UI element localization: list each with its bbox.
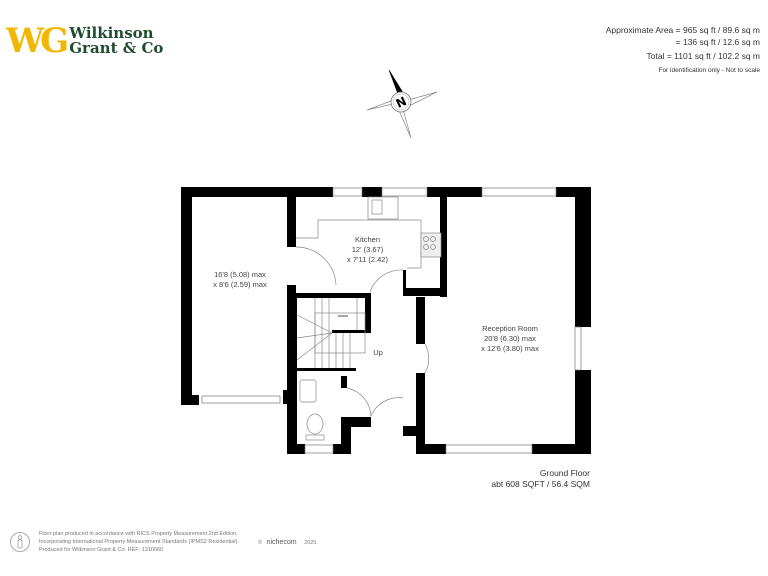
kitchen-label: Kitchen 12' (3.67) x 7'11 (2.42) [330, 235, 405, 265]
area-line-1: Approximate Area = 965 sq ft / 89.6 sq m [605, 25, 760, 35]
area-line-2: = 136 sq ft / 12.6 sq m [675, 37, 760, 47]
floor-name: Ground Floor [539, 468, 590, 478]
footer-line-3: Produced for Wilkinson Grant & Co. REF: … [39, 547, 164, 553]
garage-label: 16'8 (5.08) max x 8'6 (2.59) max [200, 270, 280, 290]
reception-name: Reception Room [482, 324, 538, 333]
windows [201, 187, 582, 454]
logo-mark: WG [6, 21, 69, 61]
footer-year: 2025. [304, 540, 318, 546]
floor-area: abt 608 SQFT / 56.4 SQM [491, 479, 590, 489]
disclaimer-note: For identification only - Not to scale [658, 67, 760, 74]
kitchen-dim-1: 12' (3.67) [351, 245, 384, 254]
floor-label: Ground Floor abt 608 SQFT / 56.4 SQM [480, 468, 590, 490]
logo-line-2: Grant & Co [69, 39, 164, 57]
area-total: Total = 1101 sq ft / 102.2 sq m [646, 51, 760, 61]
footer-line-2: Incorporating International Property Mea… [39, 539, 239, 545]
stairs-up-label: Up [373, 348, 383, 357]
garage-dim-1: 16'8 (5.08) max [214, 270, 266, 279]
footer-line-1: Floor plan produced in accordance with R… [39, 531, 238, 537]
footer-text: Floor plan produced in accordance with R… [39, 530, 239, 554]
footer: Floor plan produced in accordance with R… [10, 530, 239, 554]
area-summary: Approximate Area = 965 sq ft / 89.6 sq m… [606, 24, 760, 77]
copyright-symbol: © [258, 540, 263, 546]
reception-room-label: Reception Room 20'8 (6.30) max x 12'6 (3… [460, 324, 560, 354]
walls [181, 187, 591, 454]
garage-dim-2: x 8'6 (2.59) max [213, 280, 267, 289]
north-arrow-icon: N [366, 69, 437, 138]
fixtures [295, 196, 442, 441]
reception-dim-1: 20'8 (6.30) max [484, 334, 536, 343]
footer-credit: © nichecom 2025. [258, 539, 318, 546]
logo-line-1: Wilkinson [69, 24, 154, 42]
company-logo: WG Wilkinson Grant & Co [6, 24, 163, 58]
person-icon [10, 532, 30, 552]
logo-wordmark: Wilkinson Grant & Co [69, 26, 163, 56]
kitchen-name: Kitchen [354, 235, 381, 244]
reception-dim-2: x 12'6 (3.80) max [481, 344, 539, 353]
kitchen-dim-2: x 7'11 (2.42) [347, 255, 388, 264]
nichecom-brand: nichecom [266, 539, 297, 546]
